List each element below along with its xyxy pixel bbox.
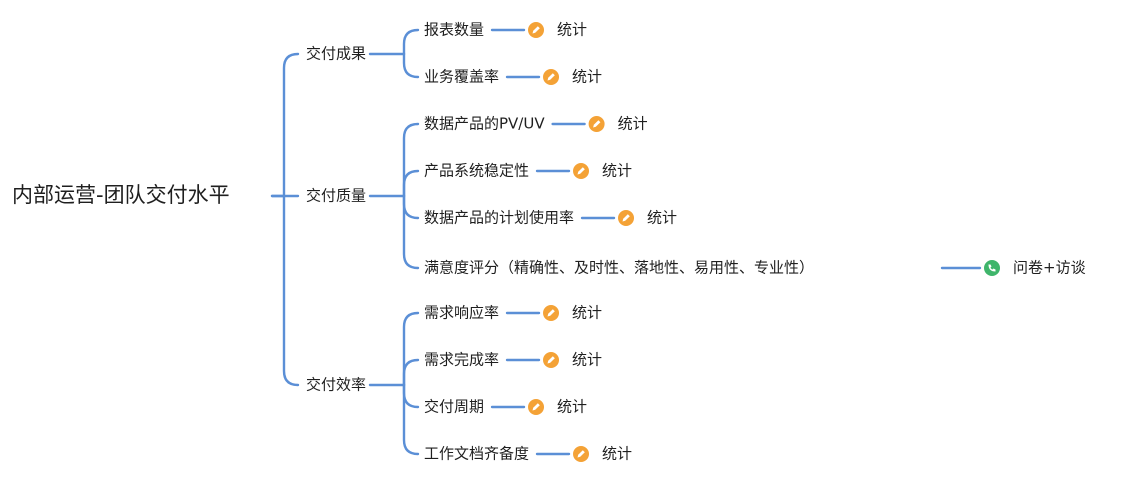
pencil-icon (573, 446, 590, 462)
phone-icon (984, 260, 1000, 276)
method-tag: 统计 (557, 21, 587, 39)
item-connector (402, 122, 420, 198)
subtopic[interactable]: 需求响应率 (424, 304, 499, 322)
method-tag: 统计 (602, 445, 632, 463)
method-tag: 问卷+访谈 (1013, 259, 1086, 277)
method-tag: 统计 (602, 162, 632, 180)
item-connector (402, 52, 420, 79)
pencil-icon (618, 210, 635, 226)
connector-lines (270, 28, 982, 456)
item-connector (402, 383, 420, 409)
subtopic[interactable]: 满意度评分（精确性、及时性、落地性、易用性、专业性） (424, 259, 814, 277)
subtopic[interactable]: 报表数量 (424, 21, 484, 39)
item-connector (402, 169, 420, 198)
root-topic[interactable]: 内部运营-团队交付水平 (12, 183, 230, 207)
method-tag: 统计 (572, 351, 602, 369)
item-connector (402, 194, 420, 270)
item-connector (402, 311, 420, 387)
pencil-icon (528, 399, 545, 415)
branch-topic[interactable]: 交付质量 (306, 187, 366, 205)
method-tag: 统计 (572, 68, 602, 86)
branch-topic[interactable]: 交付效率 (306, 376, 366, 394)
item-connector (402, 28, 420, 56)
item-connector (402, 358, 420, 387)
subtopic[interactable]: 产品系统稳定性 (424, 162, 529, 180)
item-connector (402, 383, 420, 456)
method-tag: 统计 (647, 209, 677, 227)
method-tag: 统计 (618, 115, 648, 133)
branch-topic[interactable]: 交付成果 (306, 45, 366, 63)
subtopic[interactable]: 需求完成率 (424, 351, 499, 369)
pencil-icon (543, 69, 560, 85)
branch-connector (282, 194, 300, 387)
subtopic[interactable]: 工作文档齐备度 (424, 445, 529, 463)
pencil-icon (543, 352, 560, 368)
method-tag: 统计 (557, 398, 587, 416)
pencil-icon (543, 305, 560, 321)
branch-connector (282, 52, 300, 198)
pencil-icon (573, 163, 590, 179)
method-tag: 统计 (572, 304, 602, 322)
mindmap-nodes: 内部运营-团队交付水平 交付成果报表数量统计业务覆盖率统计交付质量数据产品的PV… (12, 21, 1086, 463)
pencil-icon (588, 116, 605, 132)
subtopic[interactable]: 数据产品的PV/UV (424, 115, 545, 133)
subtopic[interactable]: 业务覆盖率 (424, 68, 499, 86)
subtopic[interactable]: 数据产品的计划使用率 (424, 209, 574, 227)
item-connector (402, 194, 420, 220)
subtopic[interactable]: 交付周期 (424, 398, 484, 416)
pencil-icon (528, 22, 545, 38)
